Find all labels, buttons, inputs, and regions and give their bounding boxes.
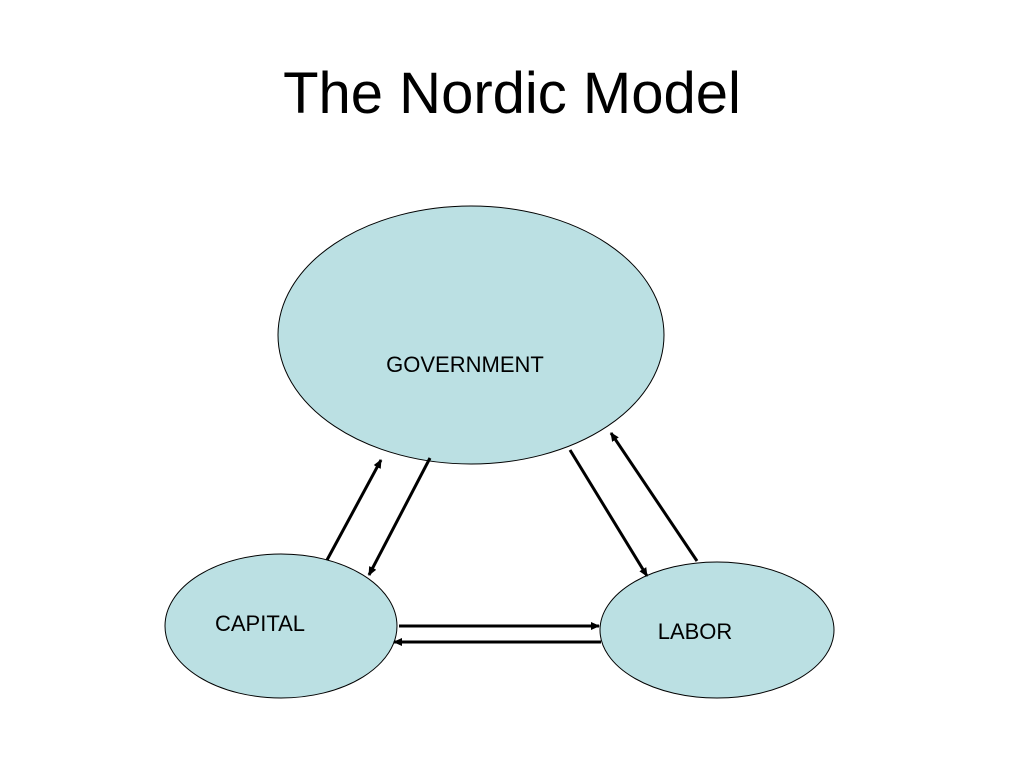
slide-title: The Nordic Model <box>283 61 741 126</box>
capital-node <box>164 553 398 699</box>
arrow-labor-to-government <box>609 432 699 562</box>
arrow-capital-to-government <box>325 459 383 561</box>
government-node <box>277 205 665 465</box>
labor-label: LABOR <box>658 619 733 644</box>
government-label: GOVERNMENT <box>386 352 544 377</box>
labor-node <box>599 561 835 699</box>
arrow-government-to-capital <box>367 457 432 576</box>
capital-label: CAPITAL <box>215 611 305 636</box>
arrow-government-to-labor <box>568 449 649 577</box>
